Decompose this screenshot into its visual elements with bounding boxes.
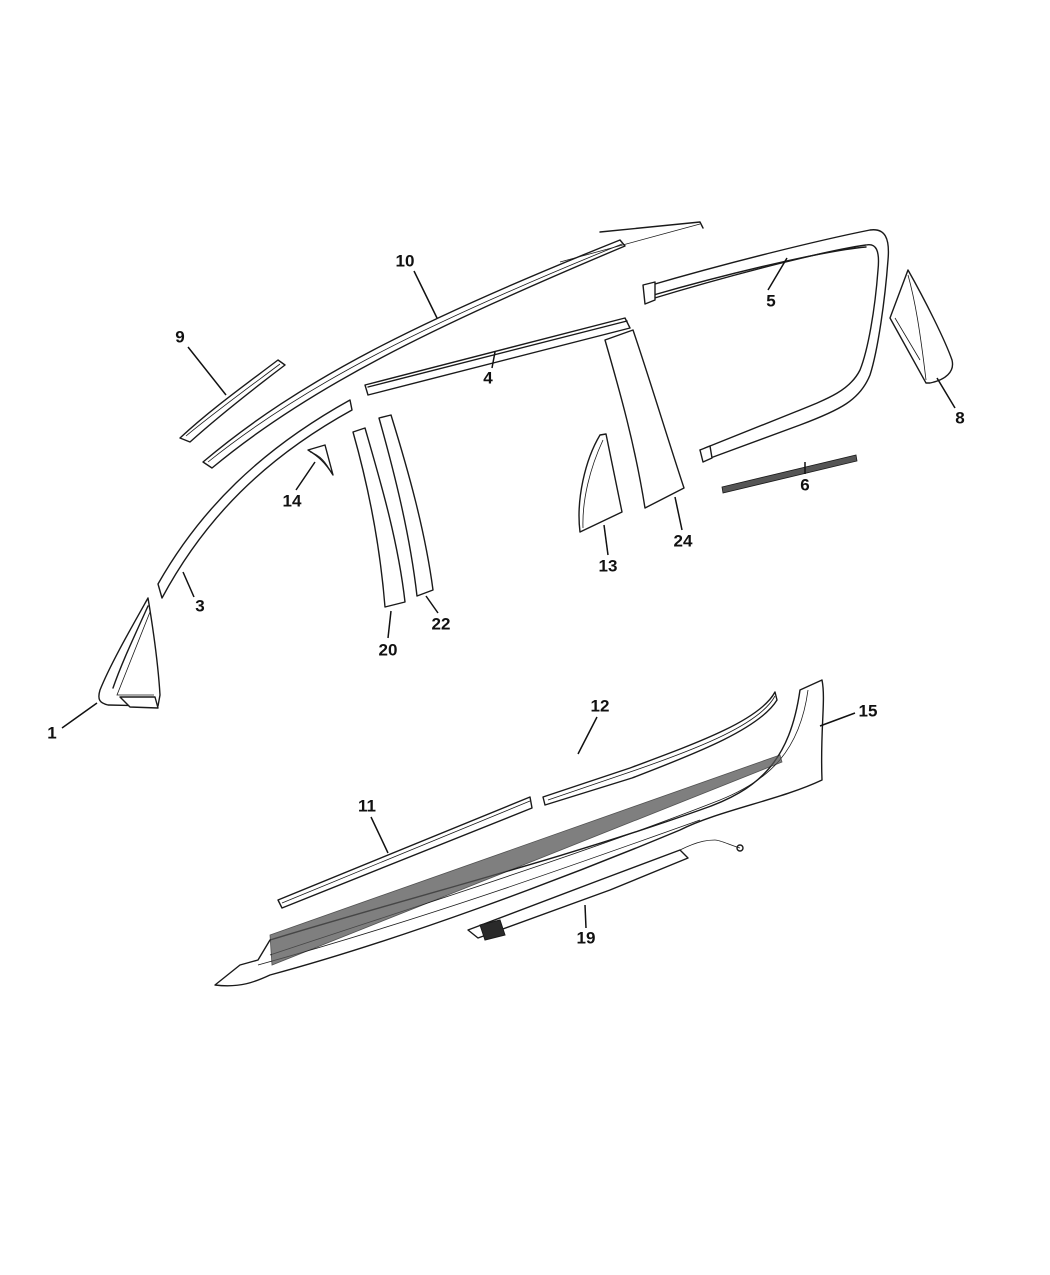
part-5-door-frame-weatherstrip [642, 229, 890, 463]
leader-lines [61, 257, 956, 929]
callout-3: 3 [195, 596, 205, 616]
part-20-b-pillar-applique [352, 427, 406, 608]
part-9-roof-drip-molding [179, 359, 286, 443]
part-14-corner-applique [307, 444, 334, 476]
part-6-belt-seal [721, 454, 858, 494]
callout-6: 6 [800, 475, 810, 495]
callout-4: 4 [483, 368, 493, 388]
part-24-c-pillar-applique [604, 329, 685, 509]
part-10-roof-ditch-molding [202, 221, 704, 469]
part-15-sill-molding [214, 679, 825, 987]
part-22-b-pillar-applique [378, 414, 434, 597]
part-11-front-door-lower-molding [277, 796, 533, 909]
callout-5: 5 [766, 291, 776, 311]
callout-9: 9 [175, 327, 185, 347]
part-12-rear-door-lower-molding [542, 691, 778, 806]
callout-8: 8 [955, 408, 965, 428]
callout-15: 15 [858, 701, 878, 721]
part-8-quarter-applique [889, 269, 954, 384]
part-13-rear-door-applique [578, 433, 623, 533]
callout-11: 11 [358, 796, 376, 816]
callout-19: 19 [576, 928, 596, 948]
callout-13: 13 [598, 556, 618, 576]
callout-22: 22 [431, 614, 451, 634]
part-1-quarter-window-applique [98, 597, 161, 709]
callout-14: 14 [282, 491, 302, 511]
callout-10: 10 [395, 251, 415, 271]
part-19-step-assembly [467, 839, 744, 941]
callout-20: 20 [378, 640, 398, 660]
part-4-upper-door-molding [364, 317, 631, 396]
callout-12: 12 [590, 696, 610, 716]
callout-1: 1 [47, 723, 57, 743]
part-3-a-pillar-molding [157, 399, 353, 599]
callout-24: 24 [673, 531, 693, 551]
